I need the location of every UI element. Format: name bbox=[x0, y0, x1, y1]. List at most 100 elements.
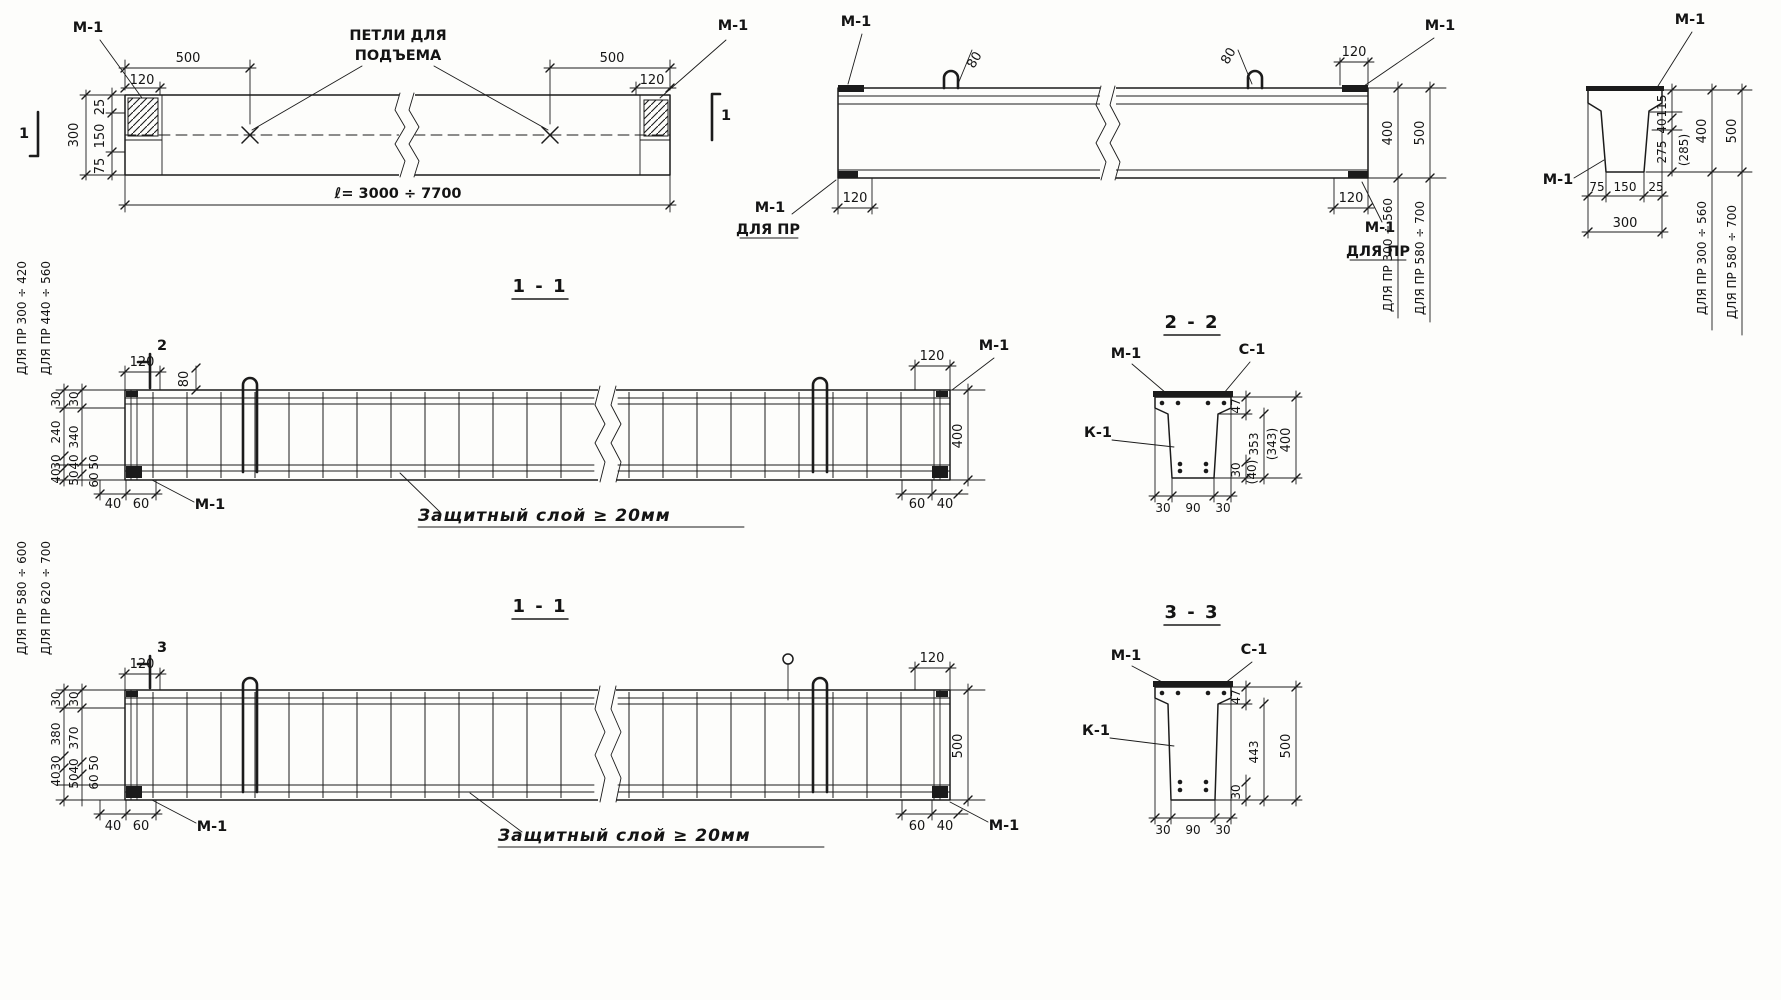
marker-text: 1 bbox=[721, 108, 731, 124]
dim-colA-0: 30 bbox=[49, 691, 63, 706]
dim-400-right: 400 bbox=[949, 383, 986, 487]
dim-text: 120 bbox=[130, 73, 155, 88]
dim-colA-1: 240 bbox=[49, 421, 63, 444]
m1-bottom-left: М-1 bbox=[151, 799, 228, 835]
length-text: ℓ= 3000 ÷ 7700 bbox=[334, 186, 462, 202]
stirrups-left-half bbox=[142, 392, 578, 478]
dim-text: 30 bbox=[1215, 823, 1230, 837]
lifting-loop-mark-left bbox=[241, 126, 259, 144]
section-3-3-view: 3 - 3 М-1 С-1 К-1 47 443 500 30 30 90 30 bbox=[1082, 602, 1303, 837]
m1-bottom-left: М-1 bbox=[151, 479, 226, 513]
dim-text: 500 bbox=[176, 51, 201, 66]
elevation-beam bbox=[837, 69, 1369, 181]
dim-text: 90 bbox=[1185, 501, 1200, 515]
dim-30: 30 bbox=[1229, 462, 1243, 477]
dim-colA-3: 40 bbox=[49, 468, 63, 483]
dim-150: 150 bbox=[93, 124, 108, 149]
dim-text: 120 bbox=[920, 349, 945, 364]
lifting-loop-right bbox=[811, 676, 829, 794]
plan-view: ПЕТЛИ ДЛЯ ПОДЪЕМА М-1 М-1 500 120 500 12… bbox=[19, 18, 748, 213]
dim-extra-0: 50 bbox=[87, 755, 101, 770]
dim-text: 80 bbox=[964, 49, 985, 71]
section-marker-3: 3 bbox=[136, 640, 167, 690]
lifting-loop-left bbox=[241, 676, 259, 794]
embed-plate-right bbox=[643, 99, 669, 137]
end-section-view: М-1 М-1 115 40 275 (285) 400 ДЛЯ ПР 300 … bbox=[1543, 12, 1753, 336]
rebar-end-circle bbox=[782, 653, 794, 665]
dim-400-endsec: 400 ДЛЯ ПР 300 ÷ 560 bbox=[1695, 83, 1717, 331]
m1-label: М-1 bbox=[195, 497, 226, 513]
lifting-loop-left bbox=[942, 69, 960, 90]
m1-label: М-1 bbox=[1543, 172, 1574, 188]
range-label: ДЛЯ ПР 300 ÷ 560 bbox=[1695, 201, 1709, 315]
dim-text: 120 bbox=[920, 651, 945, 666]
m1-label: М-1 bbox=[1365, 220, 1396, 236]
dim-text: 60 bbox=[909, 819, 926, 834]
dim-text: 30 bbox=[1155, 823, 1170, 837]
dim-47: 47 bbox=[1229, 398, 1243, 413]
dim-text: 120 bbox=[843, 191, 868, 206]
dim-120-bottom-right: 120 bbox=[1327, 177, 1375, 215]
dim-extra-1: 60 bbox=[87, 472, 101, 487]
stirrups-right-half bbox=[620, 392, 928, 478]
cover-text: Защитный слой ≥ 20мм bbox=[417, 506, 671, 526]
dim-overall-length: ℓ= 3000 ÷ 7700 bbox=[118, 174, 677, 213]
dim-text: 120 bbox=[1339, 191, 1364, 206]
c1-callout: С-1 bbox=[1223, 642, 1268, 685]
dim-text: 500 bbox=[600, 51, 625, 66]
m1-label: М-1 bbox=[989, 818, 1020, 834]
c1-label: С-1 bbox=[1241, 642, 1268, 658]
endsec-m1-left: М-1 bbox=[1543, 159, 1605, 188]
dim-120-left: 120 bbox=[120, 73, 167, 96]
k1-label: К-1 bbox=[1082, 723, 1110, 739]
section-title: 1 - 1 bbox=[511, 276, 569, 300]
dim-text: 400 bbox=[1381, 121, 1396, 146]
section-marker-1-left: 1 bbox=[19, 110, 40, 158]
break-lines bbox=[1095, 85, 1121, 181]
dim-120-left: 120 bbox=[118, 355, 167, 391]
section-2-2-view: 2 - 2 М-1 С-1 К-1 47 353 (343) 400 30 (4… bbox=[1084, 312, 1303, 515]
section-1-1-bottom: 1 - 1 3 120 120 500 ДЛЯ ПР 580 ÷ 6 bbox=[15, 541, 1020, 848]
embed-plate-top-right bbox=[1342, 85, 1368, 92]
m1-label: М-1 bbox=[197, 819, 228, 835]
m1-bottom-right: М-1 bbox=[949, 801, 1020, 834]
plan-m1-right: М-1 bbox=[659, 18, 748, 99]
section-title: 1 - 1 bbox=[511, 596, 569, 620]
section-title: 3 - 3 bbox=[1163, 602, 1221, 626]
m1-label: М-1 bbox=[1111, 346, 1142, 362]
m1-label: М-1 bbox=[73, 20, 104, 36]
range-label: ДЛЯ ПР 580 ÷ 700 bbox=[1725, 205, 1739, 319]
elevation-m1-bottom-left: М-1 ДЛЯ ПР bbox=[736, 179, 837, 239]
m1-callout: М-1 bbox=[1111, 648, 1167, 685]
dim-120-left: 120 bbox=[118, 657, 167, 691]
dim-colB-3: 50 bbox=[67, 470, 81, 485]
dim-443: 443 bbox=[1247, 741, 1261, 764]
beam-body bbox=[124, 653, 951, 803]
break-lines bbox=[594, 385, 622, 483]
dim-text: 40 bbox=[937, 497, 954, 512]
dim-25: 25 bbox=[1648, 180, 1663, 194]
left-range-labels: ДЛЯ ПР 300 ÷ 420 ДЛЯ ПР 440 ÷ 560 bbox=[15, 261, 53, 375]
dim-text: 90 bbox=[1185, 823, 1200, 837]
title-text: 2 - 2 bbox=[1164, 312, 1219, 333]
lifting-loop-right bbox=[811, 376, 829, 474]
dim-text: 400 bbox=[951, 424, 966, 449]
lifting-loop-left bbox=[241, 376, 259, 474]
range-label: ДЛЯ ПР 580 ÷ 700 bbox=[1413, 201, 1427, 315]
marker-text: 1 bbox=[19, 126, 29, 142]
dim-353: 353 bbox=[1247, 433, 1261, 456]
elevation-view: 80 80 120 М-1 М-1 М-1 ДЛЯ ПР 120 120 М-1… bbox=[736, 14, 1456, 323]
m1-label: М-1 bbox=[1425, 18, 1456, 34]
rebar-dots bbox=[1159, 400, 1227, 474]
dim-colA-2: 30 bbox=[49, 454, 63, 469]
dim-120-right: 120 bbox=[629, 73, 677, 96]
dim-text: 500 bbox=[1725, 119, 1740, 144]
dim-colA-3: 40 bbox=[49, 771, 63, 786]
range-label-inner: ДЛЯ ПР 440 ÷ 560 bbox=[39, 261, 53, 375]
title-text: 3 - 3 bbox=[1164, 602, 1219, 623]
dim-500-endsec: 500 ДЛЯ ПР 580 ÷ 700 bbox=[1725, 83, 1747, 336]
section-title: 2 - 2 bbox=[1163, 312, 1221, 336]
dim-285: (285) bbox=[1677, 134, 1691, 166]
dim-text: 500 bbox=[1413, 121, 1428, 146]
dim-40: (40) bbox=[1245, 460, 1259, 485]
